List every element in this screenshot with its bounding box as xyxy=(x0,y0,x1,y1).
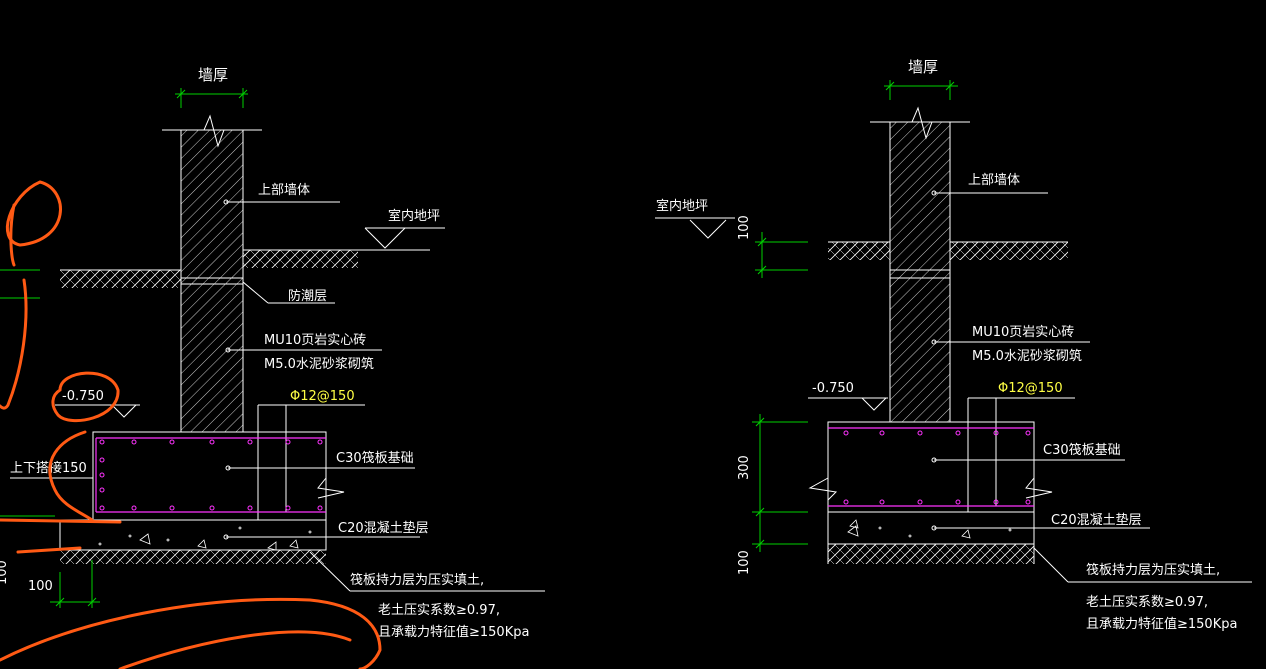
left-indoor-ground-hatch xyxy=(243,250,358,268)
left-rebar-label: Φ12@150 xyxy=(290,389,355,404)
right-brick-wall xyxy=(889,121,951,423)
left-cushion-layer xyxy=(59,519,327,551)
left-upper-wall-label: 上部墙体 xyxy=(258,183,310,198)
right-brick-spec-2: M5.0水泥砂浆砌筑 xyxy=(972,348,1082,364)
right-bearing-note-2: 老土压实系数≥0.97, xyxy=(1086,595,1208,610)
right-upper-wall-label: 上部墙体 xyxy=(968,173,1020,188)
left-bearing-note-3: 且承载力特征值≥150Kpa xyxy=(378,624,529,640)
right-dim-floor-label: 100 xyxy=(737,215,752,240)
left-elevation-label: -0.750 xyxy=(62,389,104,404)
left-wall-thickness-label: 墙厚 xyxy=(198,66,228,84)
left-brick-wall xyxy=(180,129,244,433)
right-foundation-detail: 墙厚 上部墙体 室内地坪 100 MU10页岩实心砖 M5.0水泥砂浆砌筑 - xyxy=(655,58,1252,632)
left-bearing-note-2: 老土压实系数≥0.97, xyxy=(378,603,500,618)
left-outdoor-ground-hatch xyxy=(60,270,181,288)
left-raft-label: C30筏板基础 xyxy=(336,450,414,466)
right-elevation-label: -0.750 xyxy=(812,381,854,396)
left-brick-spec-2: M5.0水泥砂浆砌筑 xyxy=(264,356,374,372)
left-brick-spec-1: MU10页岩实心砖 xyxy=(264,333,366,348)
left-bearing-note-1: 筏板持力层为压实填土, xyxy=(350,572,484,588)
right-rebar-label: Φ12@150 xyxy=(998,381,1063,396)
left-dim-side-label: 100 xyxy=(0,560,10,585)
markup-annotations xyxy=(0,180,382,669)
left-damp-proof-label: 防潮层 xyxy=(288,288,327,304)
right-bearing-note-3: 且承载力特征值≥150Kpa xyxy=(1086,616,1237,632)
left-foundation-detail: 墙厚 室内地坪 上部墙体 防潮层 MU10页岩实心砖 M5.0水泥砂浆砌筑 -0… xyxy=(0,66,545,640)
right-bearing-note-1: 筏板持力层为压实填土, xyxy=(1086,562,1220,578)
right-brick-spec-1: MU10页岩实心砖 xyxy=(972,325,1074,340)
left-base-soil-hatch xyxy=(60,550,326,564)
left-dim-100-label: 100 xyxy=(28,579,53,594)
left-rebar-dots xyxy=(99,439,323,511)
left-indoor-floor-label: 室内地坪 xyxy=(388,208,440,224)
left-wall-thickness-dimension xyxy=(175,88,248,108)
right-cushion-label: C20混凝土垫层 xyxy=(1051,512,1142,528)
right-raft-label: C30筏板基础 xyxy=(1043,442,1121,458)
right-indoor-floor-label: 室内地坪 xyxy=(656,198,708,214)
left-cushion-label: C20混凝土垫层 xyxy=(338,520,429,536)
right-dim-300-label: 300 xyxy=(737,455,752,480)
right-wall-thickness-label: 墙厚 xyxy=(908,58,938,76)
right-dim-100-label: 100 xyxy=(737,550,752,575)
left-raft-slab xyxy=(92,431,327,521)
right-raft-slab xyxy=(827,421,1035,513)
